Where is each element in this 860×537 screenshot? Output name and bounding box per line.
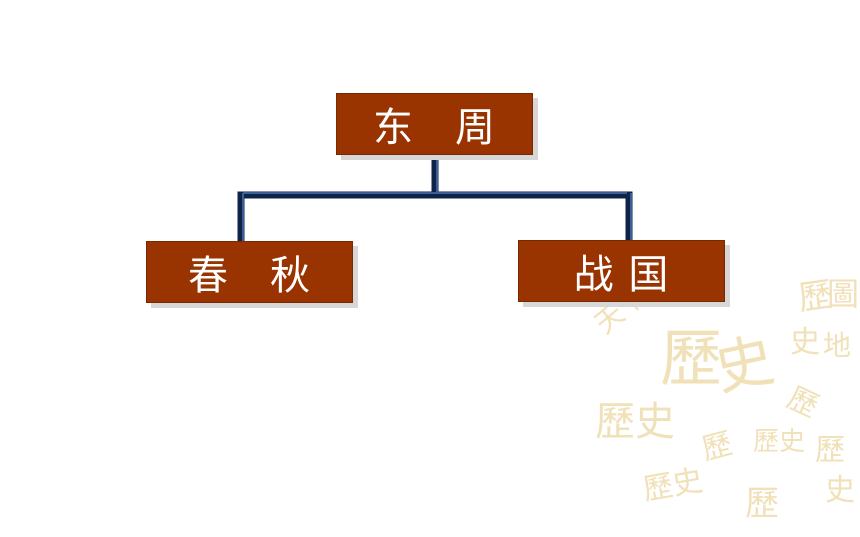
watermark-glyph: 史	[709, 325, 780, 404]
watermark-glyph: 歷	[815, 433, 845, 468]
history-calligraphy-watermark: 歷 圖 史 地 歷 史 天下 歷史 歷 歷史 歷 歷史 歷 史 歷	[588, 275, 859, 524]
child-node-box-chunqiu: 春 秋	[146, 241, 358, 308]
watermark-glyph: 歷史	[595, 399, 675, 445]
watermark-glyph: 歷史	[753, 427, 805, 457]
node-face	[518, 240, 725, 302]
watermark-glyph: 地	[823, 329, 851, 362]
watermark-glyph: 歷	[745, 484, 779, 524]
watermark-glyph: 歷	[796, 275, 835, 319]
watermark-glyph: 史	[790, 325, 820, 360]
watermark-glyph: 歷	[660, 322, 722, 395]
root-node-label: 东 周	[373, 105, 496, 151]
watermark-glyph: 史	[825, 473, 855, 508]
node-face	[336, 93, 533, 155]
node-face	[146, 241, 353, 303]
child-node-label: 战 国	[573, 252, 670, 298]
root-node-box: 东 周	[336, 93, 538, 160]
child-node-box-zhanguo: 战 国	[518, 240, 730, 307]
watermark-glyph: 圖	[827, 275, 859, 313]
child-node-label: 春 秋	[188, 253, 311, 299]
